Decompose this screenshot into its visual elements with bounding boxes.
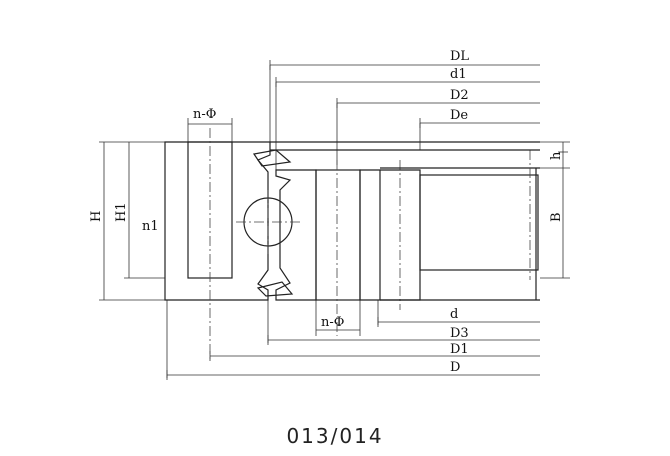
label-DL: DL: [450, 49, 469, 64]
label-n1: n1: [142, 219, 159, 234]
ball: [236, 190, 300, 254]
outer-ring: [164, 128, 271, 360]
label-n-phi-top: n-Φ: [193, 107, 216, 122]
label-d1: d1: [450, 67, 467, 82]
label-n-phi-bottom: n-Φ: [321, 315, 344, 330]
label-B: B: [549, 212, 564, 222]
label-D1: D1: [450, 342, 469, 357]
label-De: De: [450, 108, 468, 123]
inner-ring: [275, 150, 540, 336]
caption: 013/014: [286, 424, 383, 448]
label-d: d: [450, 307, 458, 322]
label-H1: H1: [114, 202, 129, 222]
label-D3: D3: [450, 326, 469, 341]
label-D2: D2: [450, 88, 469, 103]
label-D: D: [450, 360, 460, 375]
dimension-labels: DL d1 D2 De n-Φ H H1 n1 h B n-Φ d D3 D1 …: [89, 49, 564, 375]
label-H: H: [89, 211, 104, 222]
dimension-lines: [99, 60, 570, 380]
seals: [252, 141, 540, 297]
label-h: h: [549, 151, 564, 160]
